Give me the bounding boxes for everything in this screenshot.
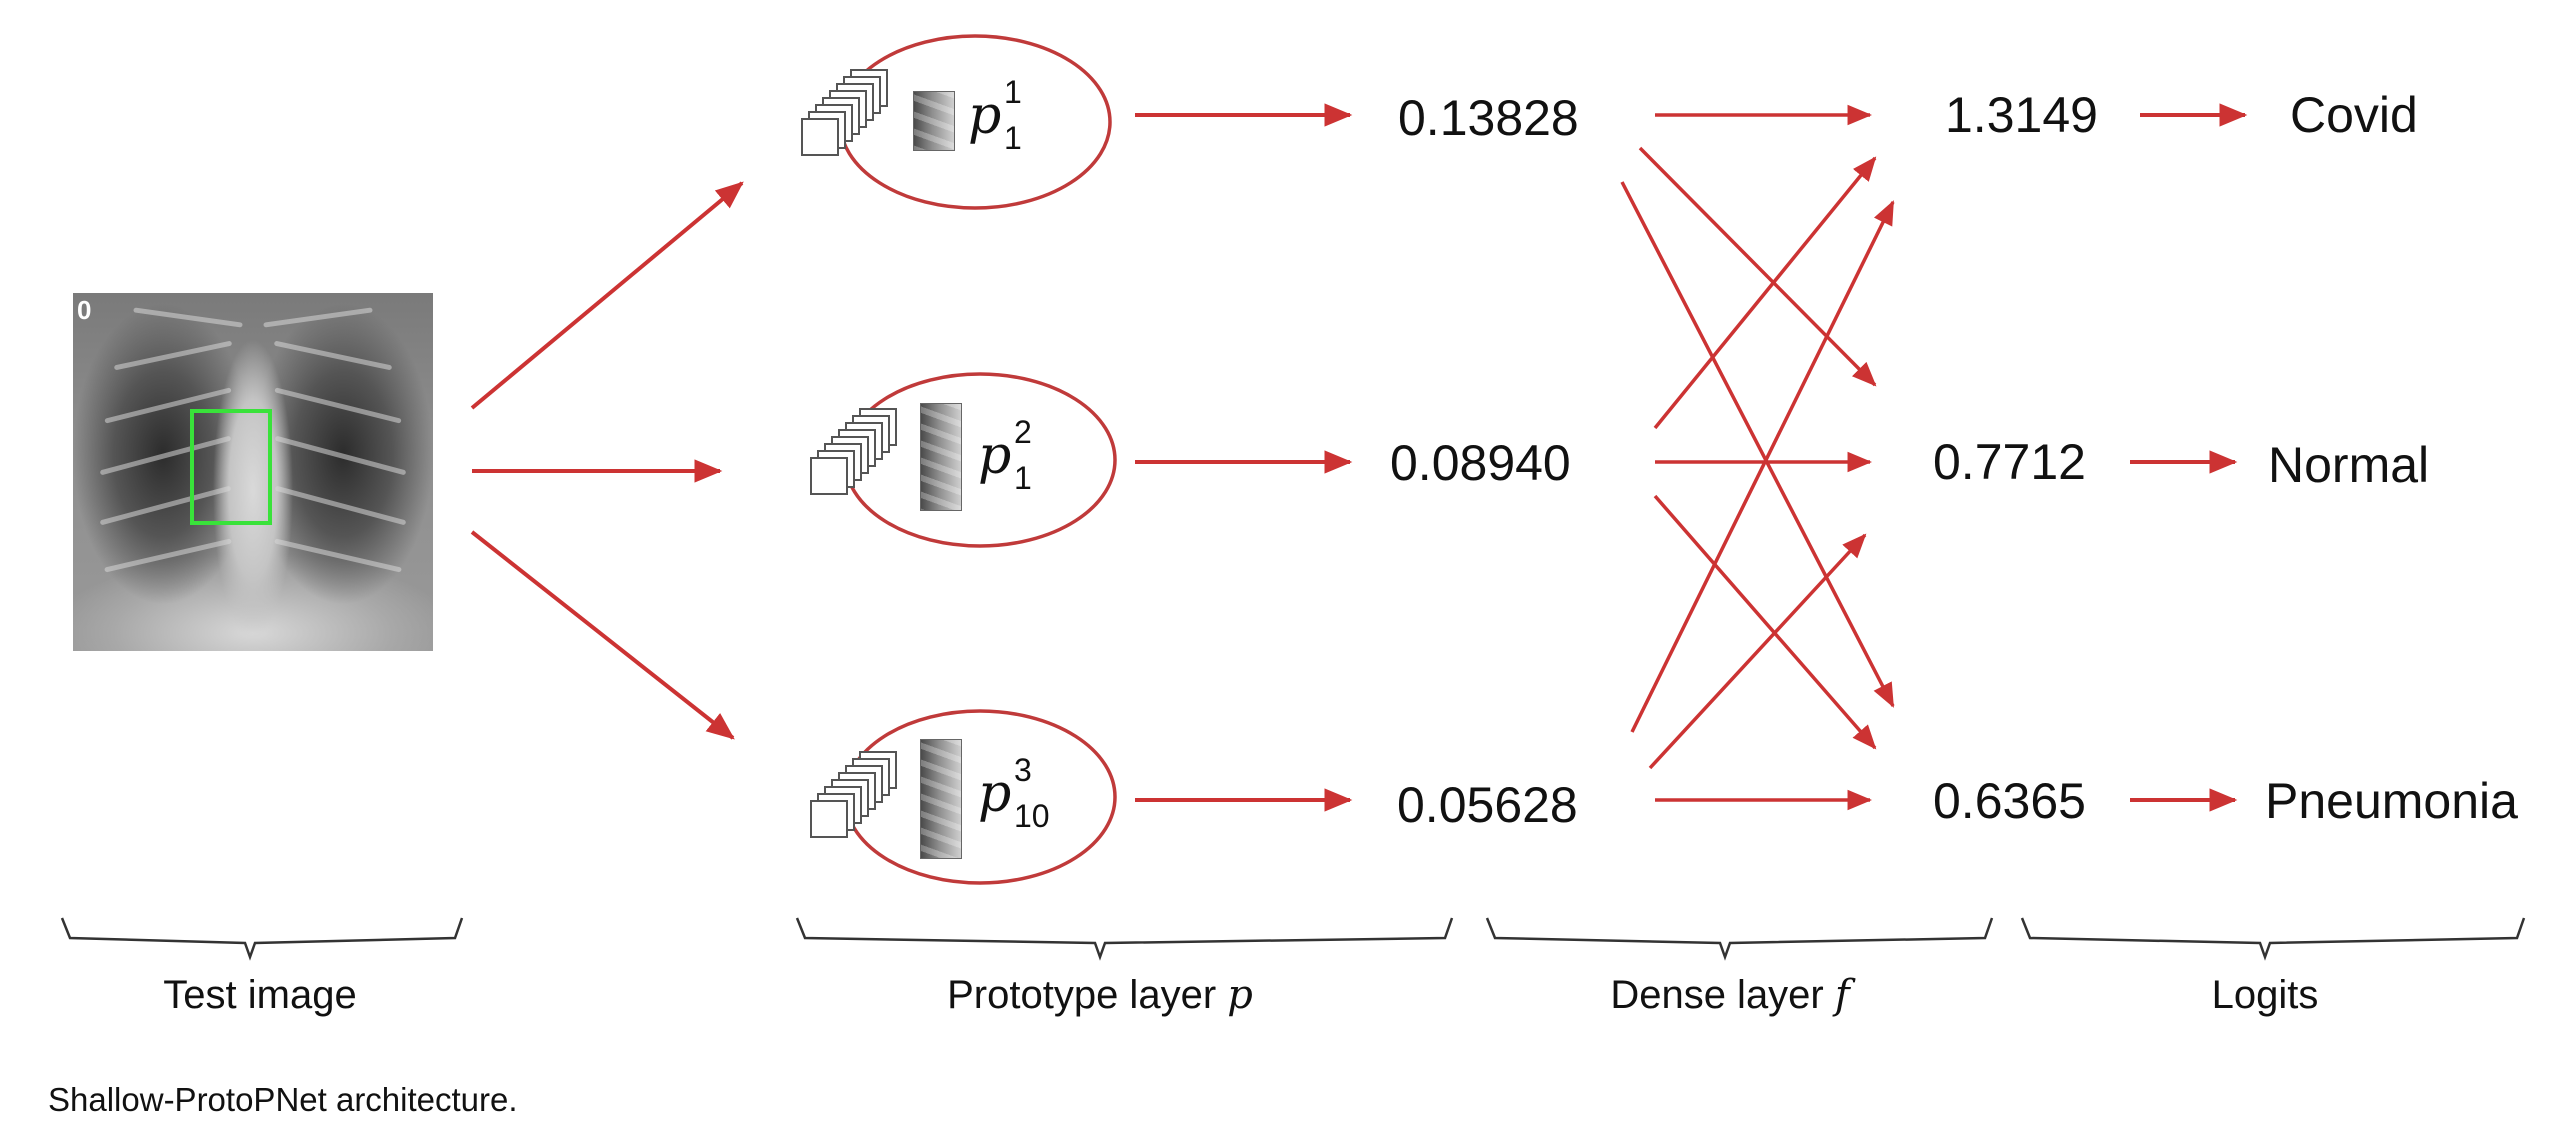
label-test-image: Test image <box>163 973 357 1017</box>
dense-arrow-3-2 <box>1648 533 1867 770</box>
prototype-label-3: p 3 10 <box>978 752 1050 834</box>
prototype-label-3-sup: 3 <box>1014 752 1032 788</box>
similarity-score-1: 0.13828 <box>1398 90 1579 146</box>
test-image-xray: 0 <box>73 293 433 651</box>
prototype-patch-2 <box>920 403 962 511</box>
class-label-covid: Covid <box>2290 87 2418 143</box>
similarity-score-3: 0.05628 <box>1397 777 1578 833</box>
prototype-layer-variable: p <box>1227 972 1253 1018</box>
dense-arrow-3-1 <box>1630 200 1895 733</box>
prototype-label-3-sub: 10 <box>1014 798 1050 834</box>
feature-stack-icon-1 <box>801 69 888 156</box>
arrow-image-to-proto-1 <box>470 181 744 410</box>
brace-prototype-layer <box>795 917 1454 961</box>
dense-arrow-1-2 <box>1638 146 1877 387</box>
xray-corner-mark: 0 <box>77 295 92 325</box>
prototype-label-1: p 1 1 <box>968 74 1022 156</box>
similarity-score-2: 0.08940 <box>1390 435 1571 491</box>
prototype-patch-3 <box>920 739 962 859</box>
roi-box <box>190 409 272 525</box>
dense-arrow-2-3 <box>1653 494 1877 750</box>
brace-test-image <box>60 917 464 961</box>
dense-layer-variable: f <box>1834 972 1850 1018</box>
logit-value-2: 0.7712 <box>1933 434 2086 490</box>
prototype-patch-1 <box>913 91 955 151</box>
prototype-label-2-sub: 1 <box>1014 460 1032 496</box>
logit-value-3: 0.6365 <box>1933 773 2086 829</box>
label-logits: Logits <box>2211 973 2319 1017</box>
prototype-label-2: p 2 1 <box>978 414 1032 496</box>
prototype-label-1-sub: 1 <box>1004 120 1022 156</box>
figure-caption: Shallow-ProtoPNet architecture. <box>48 1081 518 1118</box>
label-prototype-layer: Prototype layer p <box>947 972 1253 1018</box>
brace-logits <box>2020 917 2526 961</box>
class-label-normal: Normal <box>2268 437 2430 493</box>
prototype-label-2-sup: 2 <box>1014 414 1032 450</box>
dense-arrow-1-3 <box>1620 181 1895 708</box>
feature-stack-icon-2 <box>810 408 897 495</box>
dense-arrow-2-1 <box>1653 156 1877 430</box>
arrow-image-to-proto-3 <box>470 530 735 740</box>
prototype-label-1-sup: 1 <box>1004 74 1022 110</box>
logit-value-1: 1.3149 <box>1945 87 2098 143</box>
feature-stack-icon-3 <box>810 751 897 838</box>
label-dense-layer: Dense layer f <box>1610 972 1850 1018</box>
class-label-pneumonia: Pneumonia <box>2265 773 2518 829</box>
brace-dense-layer <box>1485 917 1994 961</box>
